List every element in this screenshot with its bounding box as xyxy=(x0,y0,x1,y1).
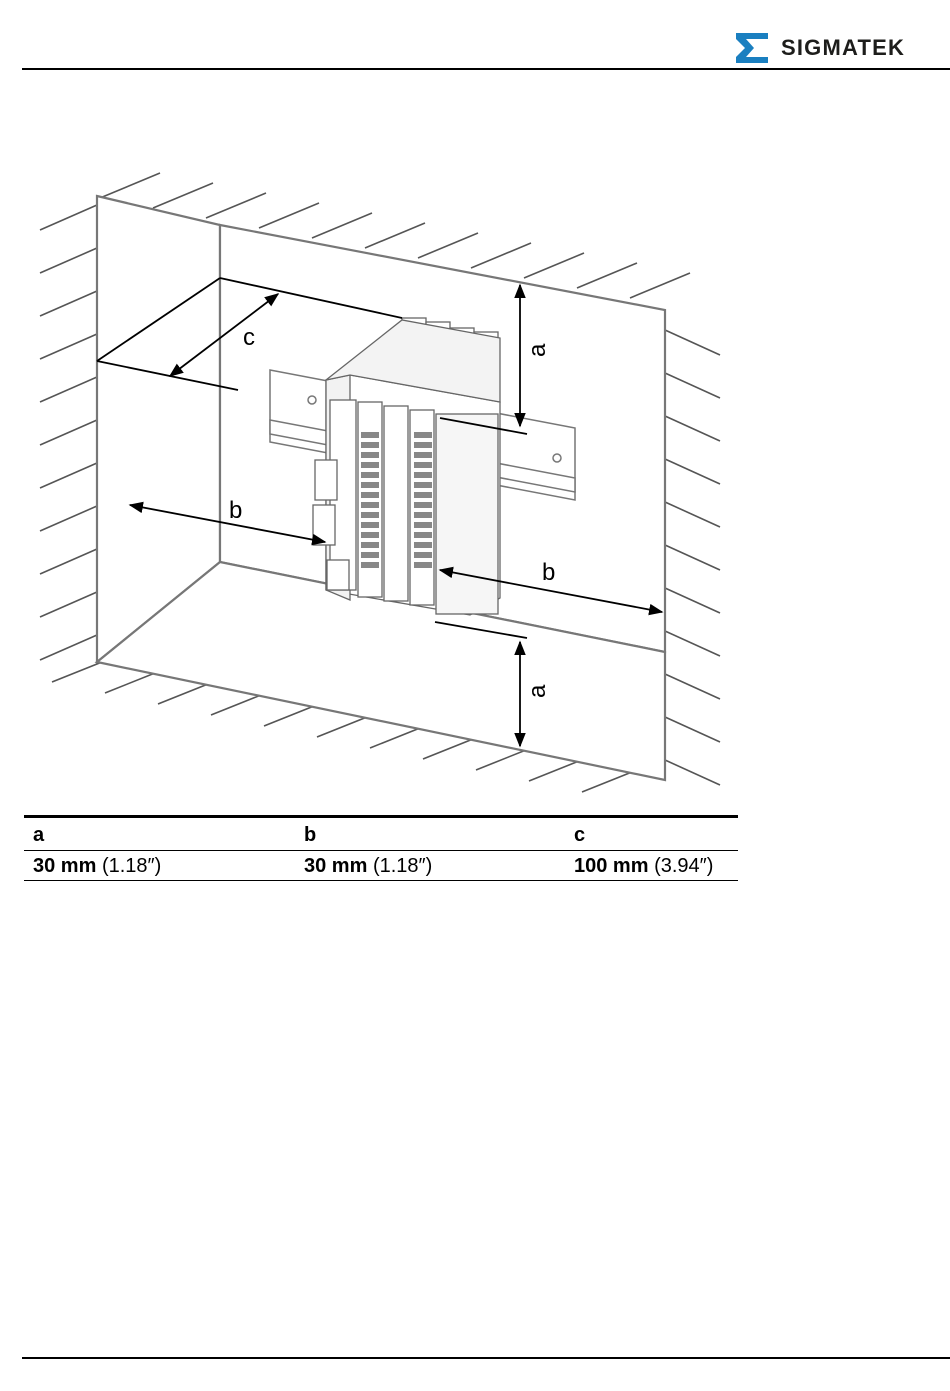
column-head-c: c xyxy=(574,824,585,846)
terminal-slot xyxy=(414,532,432,538)
hatch-line xyxy=(40,291,97,316)
brand-name: SIGMATEK xyxy=(781,35,905,61)
hatch-line xyxy=(40,248,97,273)
hatch-line xyxy=(312,213,372,238)
hatch-line xyxy=(365,223,425,248)
hatch-line xyxy=(259,203,319,228)
hatch-line xyxy=(418,233,478,258)
clearance-illustration: c b b a a xyxy=(30,170,730,810)
terminal-slot xyxy=(361,522,379,528)
hatch-line xyxy=(40,205,97,230)
hatch-line xyxy=(665,631,720,656)
hatch-line xyxy=(665,717,720,742)
value-c: 100 mm (3.94″) xyxy=(574,855,713,877)
terminal-slot xyxy=(361,442,379,448)
terminal-slot xyxy=(361,502,379,508)
label-a-top: a xyxy=(524,343,551,357)
terminal-slot xyxy=(414,492,432,498)
table-bottom-rule xyxy=(24,880,738,881)
hatch-line xyxy=(206,193,266,218)
terminal-slot xyxy=(414,442,432,448)
hatch-line xyxy=(524,253,584,278)
table-top-rule xyxy=(24,815,738,818)
hatch-line xyxy=(577,263,637,288)
terminal-slot xyxy=(414,522,432,528)
hatch-line xyxy=(40,463,97,488)
terminal-slot xyxy=(414,462,432,468)
value-b-imperial: (1.18″) xyxy=(373,855,432,877)
hatch-line xyxy=(665,373,720,398)
terminal-slot xyxy=(361,462,379,468)
terminal-slot xyxy=(414,472,432,478)
hatch-line xyxy=(665,459,720,484)
column-head-a: a xyxy=(33,824,44,846)
terminal-slot xyxy=(414,512,432,518)
label-a-bottom: a xyxy=(524,684,551,698)
column-head-b: b xyxy=(304,824,316,846)
hatch-line xyxy=(40,635,97,660)
terminal-slot xyxy=(414,482,432,488)
hatch-line xyxy=(665,674,720,699)
value-a-imperial: (1.18″) xyxy=(102,855,161,877)
value-c-imperial: (3.94″) xyxy=(654,855,713,877)
hatch-line xyxy=(665,502,720,527)
terminal-slot xyxy=(414,562,432,568)
value-c-metric: 100 mm xyxy=(574,855,649,877)
mounting-clearance-diagram: c b b a a xyxy=(30,170,730,810)
hatch-line xyxy=(40,549,97,574)
terminal-slot xyxy=(414,542,432,548)
hatch-line xyxy=(40,506,97,531)
terminal-slot xyxy=(414,452,432,458)
terminal-slot xyxy=(361,532,379,538)
terminal-slot xyxy=(361,472,379,478)
sigmatek-logo-icon xyxy=(734,33,770,63)
terminal-slot xyxy=(361,552,379,558)
hatch-line xyxy=(153,183,213,208)
terminal-slot xyxy=(361,482,379,488)
hatch-line xyxy=(665,588,720,613)
terminal-slot xyxy=(361,432,379,438)
value-a-metric: 30 mm xyxy=(33,855,96,877)
label-b-left: b xyxy=(229,497,242,524)
label-b-right: b xyxy=(542,559,555,586)
terminal-slot xyxy=(361,562,379,568)
terminal-slot xyxy=(361,512,379,518)
terminal-slot xyxy=(414,432,432,438)
label-c: c xyxy=(243,324,255,351)
terminal-slot xyxy=(361,452,379,458)
table-header-rule xyxy=(24,850,738,851)
terminal-slot xyxy=(361,542,379,548)
terminal-slot xyxy=(414,552,432,558)
hatch-line xyxy=(40,334,97,359)
hatch-line xyxy=(471,243,531,268)
hatch-line xyxy=(40,420,97,445)
header-divider xyxy=(22,68,950,70)
terminal-slot xyxy=(361,492,379,498)
hatch-line xyxy=(665,760,720,785)
value-a: 30 mm (1.18″) xyxy=(33,855,161,877)
hatch-line xyxy=(100,173,160,198)
hatch-line xyxy=(665,416,720,441)
hatch-line xyxy=(40,377,97,402)
footer-divider xyxy=(22,1357,950,1359)
value-b-metric: 30 mm xyxy=(304,855,367,877)
hatch-line xyxy=(665,545,720,570)
sigmatek-logo: SIGMATEK xyxy=(734,33,950,65)
hatch-line xyxy=(665,330,720,355)
hatch-line xyxy=(40,592,97,617)
hatch-line xyxy=(630,273,690,298)
page-header: SIGMATEK xyxy=(0,0,950,70)
value-b: 30 mm (1.18″) xyxy=(304,855,432,877)
terminal-slot xyxy=(414,502,432,508)
